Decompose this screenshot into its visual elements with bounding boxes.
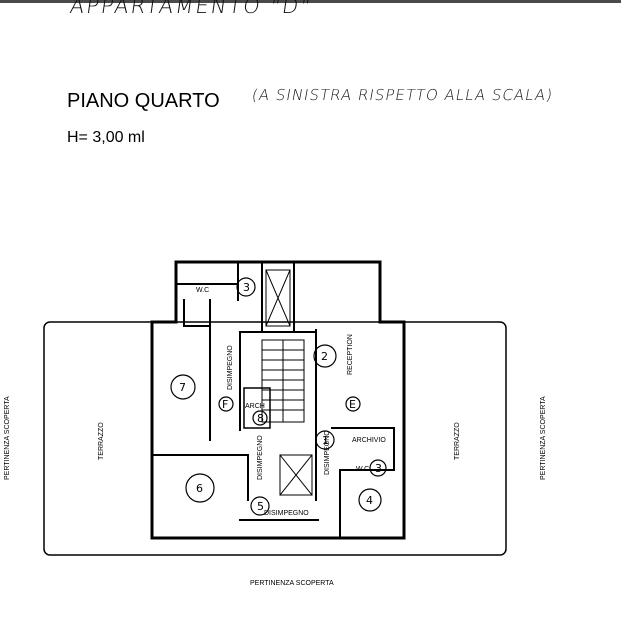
handwritten-apartment-title: APPARTAMENTO "D": [68, 0, 314, 18]
mark-2: 2: [321, 350, 328, 363]
disimpegno-right-label: DISIMPEGNO: [324, 430, 331, 475]
outside-right-label: PERTINENZA SCOPERTA: [540, 396, 547, 480]
mark-3-right: 3: [375, 462, 382, 475]
handwritten-circles: [170, 277, 387, 516]
staircase: [261, 339, 305, 423]
wc-right-label: W.C: [356, 466, 369, 473]
building-outline: [150, 260, 406, 540]
top-border-line: [0, 0, 621, 3]
mark-4: 4: [366, 494, 373, 507]
mark-F: F: [222, 398, 228, 411]
outside-bottom-label: PERTINENZA SCOPERTA: [250, 580, 334, 587]
mark-E: E: [349, 398, 356, 411]
floor-title: PIANO QUARTO: [67, 90, 220, 112]
archivio-label: ARCHIVIO: [352, 437, 386, 444]
mark-1: 1: [322, 434, 329, 447]
handwritten-floor-note: (A SINISTRA RISPETTO ALLA SCALA): [250, 86, 555, 104]
outside-left-label: PERTINENZA SCOPERTA: [4, 396, 11, 480]
terrace-left-label: TERRAZZO: [98, 422, 105, 460]
wc-top-label: W.C: [196, 287, 209, 294]
interior-walls: [151, 261, 395, 539]
arch-label: ARCH: [245, 403, 265, 410]
disimpegno-center-label: DISIMPEGNO: [257, 435, 264, 480]
disimpegno-left-label: DISIMPEGNO: [227, 345, 234, 390]
floor-plan: W.C RECEPTION DISIMPEGNO ARCH DISIMPEGNO…: [4, 260, 547, 587]
mark-7: 7: [179, 381, 186, 394]
archive-closet: [243, 387, 271, 429]
mark-3-top: 3: [243, 281, 250, 294]
reception-label: RECEPTION: [347, 334, 354, 375]
disimpegno-bottom-label: DISIMPEGNO: [264, 510, 309, 517]
mark-6: 6: [196, 482, 203, 495]
terrace-right-label: TERRAZZO: [454, 422, 461, 460]
mark-5: 5: [257, 500, 264, 513]
ceiling-height-label: H= 3,00 ml: [67, 129, 145, 146]
terrace-boundary: [43, 321, 507, 556]
shafts: [265, 269, 313, 496]
mark-8: 8: [257, 412, 264, 425]
